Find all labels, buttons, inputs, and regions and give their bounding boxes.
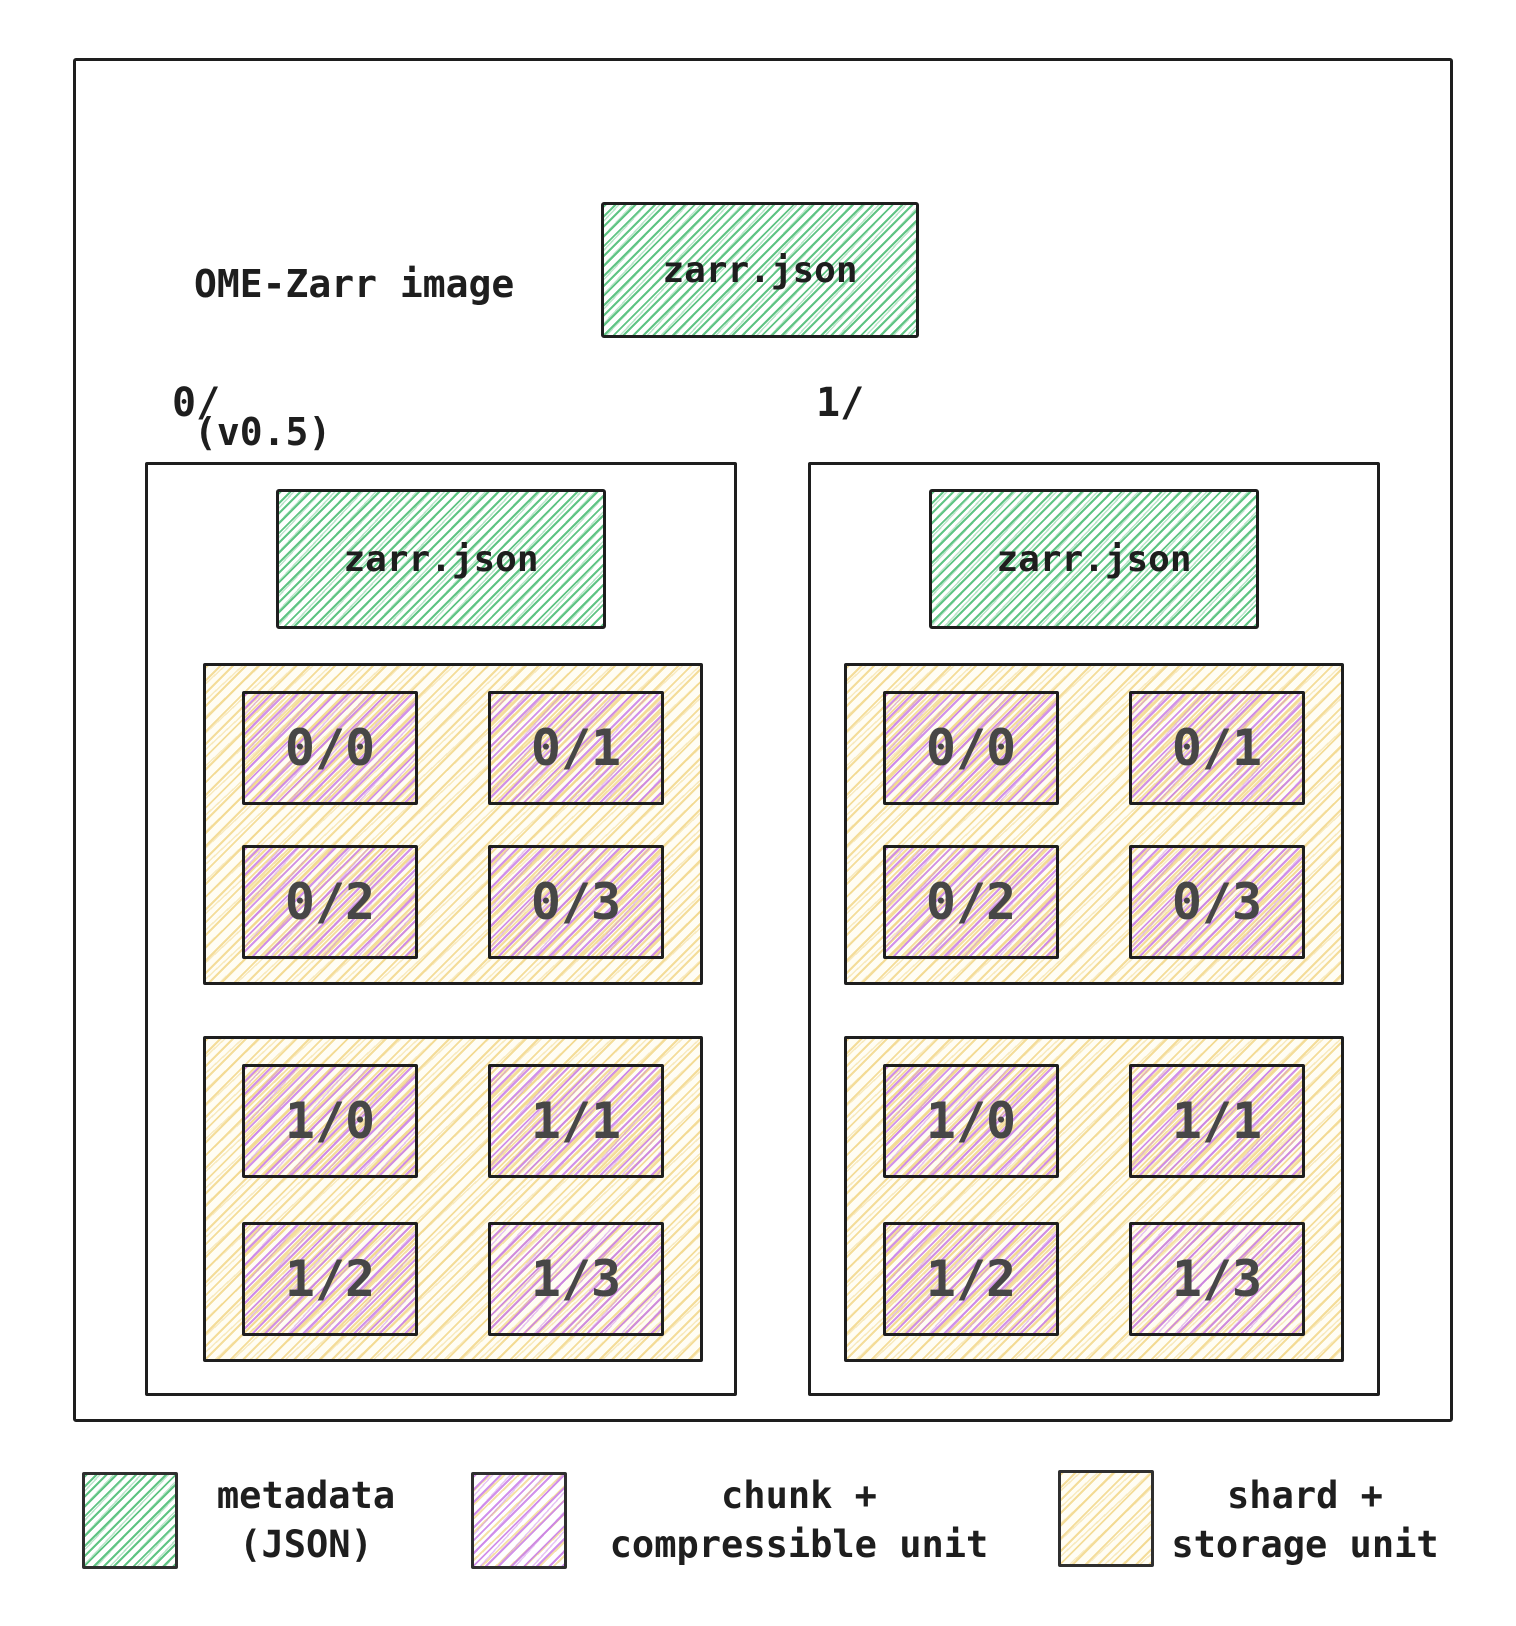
group-0-box: zarr.json 0/0 0/1 0/2 0/3 1/0 1/1 1/2 1/… — [145, 462, 737, 1396]
chunk-box: 1/1 — [488, 1064, 664, 1178]
group-0-zarr-json-label: zarr.json — [343, 538, 539, 580]
chunk-box: 1/0 — [242, 1064, 418, 1178]
group-1-zarr-json-box: zarr.json — [929, 489, 1259, 629]
legend-label-line: storage unit — [1171, 1523, 1439, 1566]
legend-label: metadata (JSON) — [186, 1467, 426, 1573]
shard-swatch — [1058, 1470, 1154, 1567]
metadata-swatch — [82, 1472, 178, 1569]
group-0-label: 0/ — [172, 380, 221, 426]
group-0-shard-0: 0/0 0/1 0/2 0/3 — [203, 663, 703, 985]
chunk-box: 0/3 — [488, 845, 664, 959]
group-0-shard-1: 1/0 1/1 1/2 1/3 — [203, 1036, 703, 1362]
root-zarr-json-label: zarr.json — [662, 249, 858, 291]
root-zarr-json-box: zarr.json — [601, 202, 919, 338]
chunk-box: 1/0 — [883, 1064, 1059, 1178]
chunk-box: 0/1 — [1129, 691, 1305, 805]
chunk-box: 1/3 — [488, 1222, 664, 1336]
group-1-label: 1/ — [816, 380, 865, 426]
legend-label-line: shard + — [1227, 1473, 1383, 1517]
chunk-box: 0/2 — [883, 845, 1059, 959]
legend-label-line: chunk + — [721, 1473, 877, 1517]
legend-label-line: compressible unit — [609, 1523, 989, 1566]
group-1-box: zarr.json 0/0 0/1 0/2 0/3 1/0 1/1 1/2 1/… — [808, 462, 1380, 1396]
chunk-box: 0/0 — [242, 691, 418, 805]
chunk-box: 0/3 — [1129, 845, 1305, 959]
group-0-zarr-json-box: zarr.json — [276, 489, 606, 629]
chunk-box: 1/2 — [883, 1222, 1059, 1336]
chunk-box: 0/1 — [488, 691, 664, 805]
legend-label-line: metadata — [216, 1473, 396, 1517]
legend-label: shard + storage unit — [1150, 1467, 1460, 1573]
chunk-box: 0/0 — [883, 691, 1059, 805]
chunk-box: 1/1 — [1129, 1064, 1305, 1178]
title-line-2: (v0.5) — [194, 409, 332, 454]
legend-label-line: (JSON) — [239, 1523, 373, 1566]
legend-label: chunk + compressible unit — [584, 1467, 1014, 1573]
chunk-box: 1/3 — [1129, 1222, 1305, 1336]
group-1-shard-0: 0/0 0/1 0/2 0/3 — [844, 663, 1344, 985]
group-1-shard-1: 1/0 1/1 1/2 1/3 — [844, 1036, 1344, 1362]
chunk-box: 1/2 — [242, 1222, 418, 1336]
chunk-swatch — [471, 1472, 567, 1569]
group-1-zarr-json-label: zarr.json — [996, 538, 1192, 580]
chunk-box: 0/2 — [242, 845, 418, 959]
diagram-title: OME-Zarr image (v0.5) — [194, 161, 514, 556]
title-line-1: OME-Zarr image — [194, 261, 515, 306]
